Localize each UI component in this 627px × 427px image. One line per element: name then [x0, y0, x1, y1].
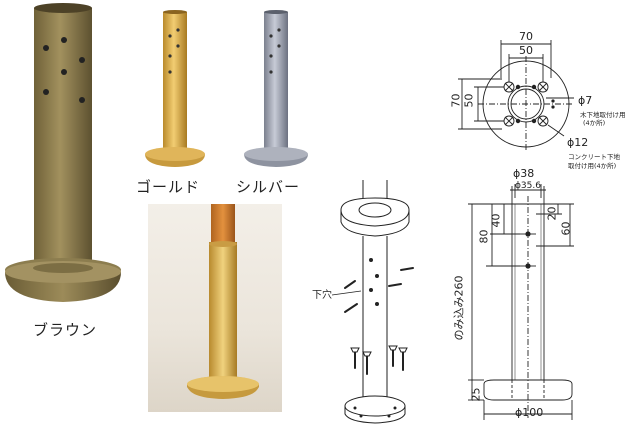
- dim-50-top: 50: [519, 44, 533, 57]
- dim-40: 40: [489, 213, 503, 228]
- silver-post-image: [244, 10, 308, 167]
- phi38-label: ϕ38: [513, 167, 535, 180]
- top-view-drawing: [458, 40, 574, 152]
- phi12-note-2: 取付け用(4か所): [568, 162, 617, 170]
- dim-50-side: 50: [462, 93, 476, 108]
- dim-80: 80: [477, 229, 491, 244]
- pilot-hole-label: 下穴: [312, 290, 332, 301]
- gold-post-image: [145, 10, 205, 167]
- dim-70-top: 70: [519, 30, 533, 43]
- embed-260-label: のみ込み260: [452, 275, 466, 341]
- brown-post-image: [5, 3, 121, 302]
- phi7-note-2: (4か所): [583, 119, 606, 127]
- phi100-label: ϕ100: [515, 406, 544, 419]
- gold-label: ゴールド: [136, 178, 201, 196]
- silver-label: シルバー: [236, 178, 301, 196]
- installed-post-photo: [148, 204, 282, 412]
- side-view-drawing: [468, 184, 574, 420]
- installation-diagram: [331, 180, 414, 424]
- phi12-note-1: コンクリート下地: [568, 153, 620, 161]
- dim-60: 60: [559, 221, 573, 236]
- phi7-label: ϕ7: [578, 94, 593, 107]
- phi12-label: ϕ12: [567, 136, 589, 149]
- phi7-note-1: 木下地取付け用: [580, 111, 626, 119]
- dim-25: 25: [469, 387, 483, 402]
- dim-70-side: 70: [449, 93, 463, 108]
- dim-20: 20: [545, 206, 559, 221]
- brown-label: ブラウン: [33, 321, 98, 339]
- phi356-label: ϕ35.6: [515, 181, 541, 191]
